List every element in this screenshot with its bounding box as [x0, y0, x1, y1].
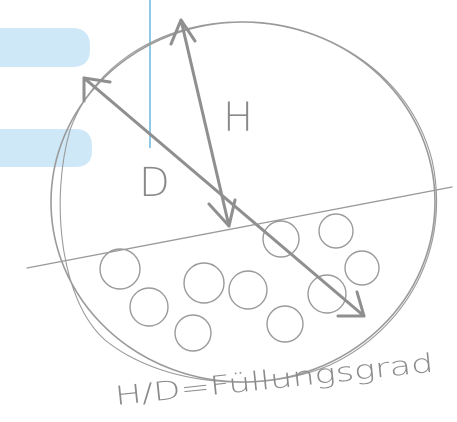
ball	[344, 250, 380, 286]
ball	[129, 287, 169, 327]
formula-label: H/D=Füllungsgrad	[114, 349, 435, 412]
height-label: H	[223, 95, 253, 141]
ball	[183, 262, 225, 304]
diameter-arrow	[82, 76, 366, 318]
ball	[318, 213, 354, 249]
height-arrow	[169, 18, 237, 228]
fill-level-line	[26, 186, 453, 269]
ball	[99, 248, 141, 290]
ball	[174, 314, 212, 352]
ball	[266, 305, 304, 343]
ball	[307, 274, 347, 314]
tab-lower	[0, 129, 92, 167]
grinding-balls	[99, 213, 380, 352]
diameter-label: D	[139, 160, 170, 206]
ball	[262, 220, 300, 258]
drum-circle	[50, 21, 438, 383]
tab-upper	[0, 28, 90, 67]
ball	[228, 270, 268, 310]
